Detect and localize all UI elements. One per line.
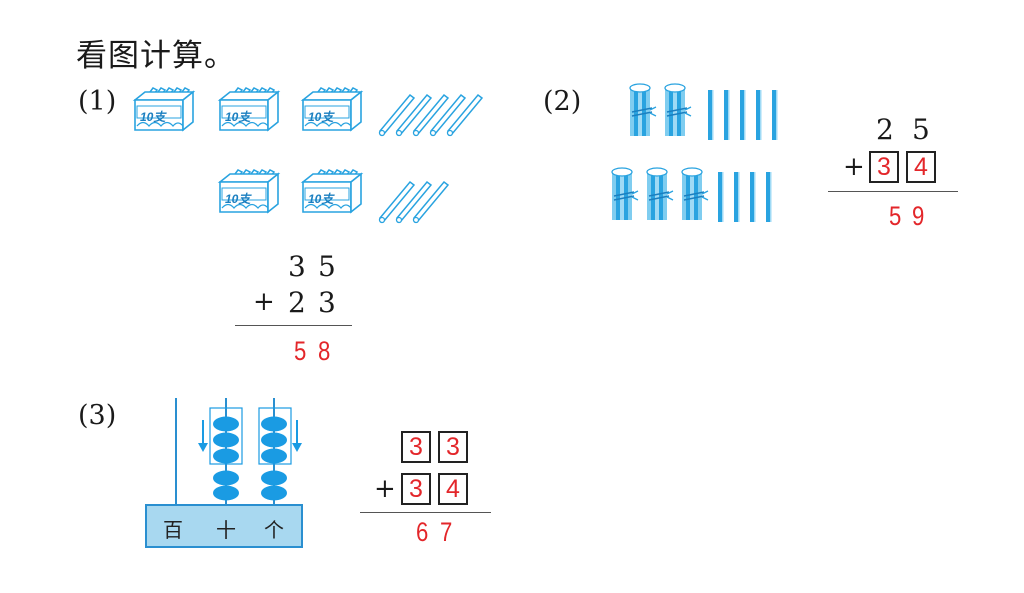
pack-label: 10支 (225, 192, 251, 206)
p2-plus-sign: + (843, 152, 865, 182)
pack-label: 10支 (308, 110, 334, 124)
abacus-label-ones: 个 (264, 518, 284, 542)
p2-sum-line (828, 191, 958, 192)
p3-plus-sign: + (374, 474, 396, 504)
p3-answer-tens: 6 (416, 517, 429, 547)
p3-answer-box-addend2-tens[interactable]: 3 (401, 473, 431, 505)
p1-answer-tens: 5 (294, 336, 307, 366)
p2-answer-ones: 9 (912, 201, 925, 231)
p3-answer-ones: 7 (440, 517, 453, 547)
p1-answer-ones: 8 (318, 336, 331, 366)
p3-answer-box-addend2-ones[interactable]: 4 (438, 473, 468, 505)
pack-label: 10支 (308, 192, 334, 206)
exercise-title: 看图计算。 (76, 38, 236, 74)
p2-addend1-ones: 5 (912, 113, 930, 146)
p3-sum-line (360, 512, 491, 513)
p3-answer-box-addend1-ones[interactable]: 3 (438, 431, 468, 463)
abacus (175, 398, 302, 505)
p3-answer-box-addend1-tens[interactable]: 3 (401, 431, 431, 463)
p1-addend2-ones: 3 (318, 286, 336, 319)
p1-addend2-tens: 2 (288, 286, 306, 319)
problem-1-label: (1) (78, 86, 117, 117)
p1-sum-line (235, 325, 352, 326)
abacus-label-tens: 十 (216, 518, 236, 542)
p2-answer-box-ones[interactable]: 4 (906, 151, 936, 183)
pack-label: 10支 (225, 110, 251, 124)
p1-addend1-ones: 5 (318, 250, 336, 283)
abacus-label-hundreds: 百 (163, 518, 183, 542)
problem-3-label: (3) (78, 400, 117, 431)
p2-addend1-tens: 2 (876, 113, 894, 146)
p2-answer-tens: 5 (889, 201, 902, 231)
abacus-base (145, 504, 303, 548)
pack-label: 10支 (140, 110, 166, 124)
problem-2-label: (2) (543, 86, 582, 117)
p1-addend1-tens: 3 (288, 250, 306, 283)
p1-plus-sign: + (253, 287, 275, 317)
p2-answer-box-tens[interactable]: 3 (869, 151, 899, 183)
